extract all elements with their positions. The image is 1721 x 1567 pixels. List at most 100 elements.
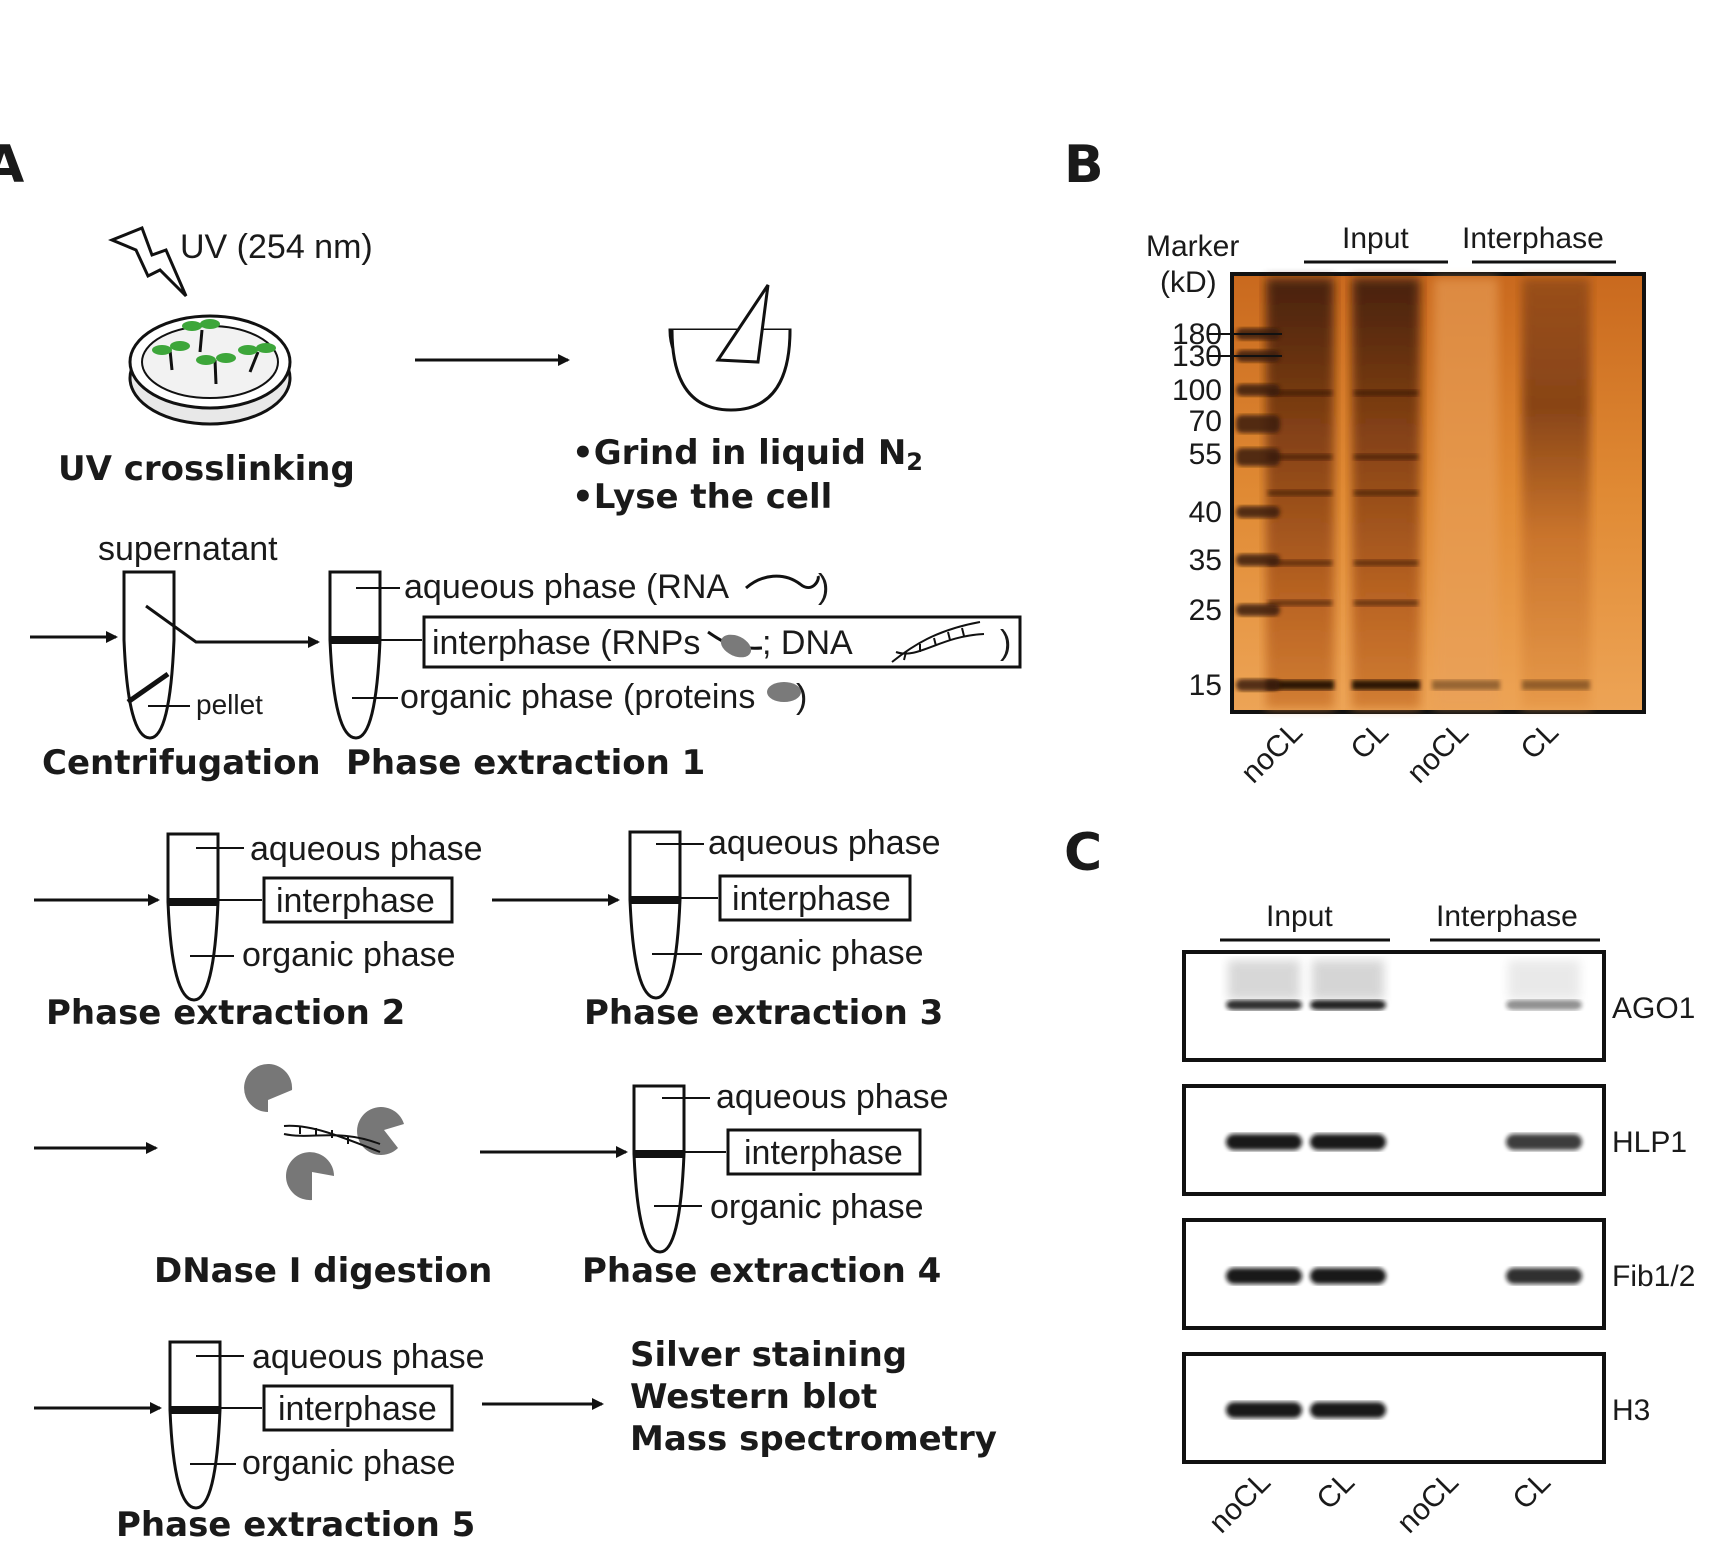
panel-b-label: B [1064, 135, 1104, 195]
pe5-interphase-label: interphase [278, 1390, 437, 1428]
pe2-aqueous-label: aqueous phase [250, 830, 483, 868]
pe2-organic-label: organic phase [242, 936, 456, 974]
gel-lane-label: noCL [1235, 716, 1309, 790]
blot-band [1226, 1402, 1302, 1418]
pe1-organic-label: organic phase (proteins [400, 678, 755, 716]
ladder-band [1236, 679, 1280, 691]
marker-size-label: 35 [1189, 544, 1222, 577]
pe4-interphase-box [726, 1128, 922, 1176]
blot-group-input: Input [1266, 900, 1333, 933]
blot-protein-label: AGO1 [1612, 992, 1695, 1025]
marker-label: Marker [1146, 230, 1239, 263]
gel-band [1354, 454, 1418, 460]
marker-size-label: 40 [1189, 496, 1222, 529]
grind-step-line-2: •Lyse the cell [572, 477, 832, 517]
pe3-organic-label: organic phase [710, 934, 924, 972]
gel-lane [1522, 278, 1590, 708]
pe1-aqueous-close: ) [818, 568, 829, 606]
pe2-interphase-box [262, 876, 454, 924]
blot-band [1226, 1268, 1302, 1284]
blot-band [1310, 1000, 1386, 1010]
pe4-title: Phase extraction 4 [582, 1251, 941, 1291]
gel-band [1354, 560, 1418, 566]
gel-band [1354, 390, 1418, 396]
marker-size-label: 55 [1189, 438, 1222, 471]
gel-lane-label: CL [1344, 716, 1394, 766]
gel-band [1268, 390, 1332, 396]
pe5-aqueous-label: aqueous phase [252, 1338, 485, 1376]
pe4-organic-label: organic phase [710, 1188, 924, 1226]
pe5-interphase-box [262, 1384, 454, 1432]
pe1-organic-close: ) [796, 678, 807, 716]
panel-a-label: A [0, 135, 24, 195]
panel-c-label: C [1064, 823, 1102, 883]
blot-band [1226, 1000, 1302, 1010]
gel-lane-label: noCL [1401, 716, 1475, 790]
dna-helix-icon [891, 621, 985, 663]
ladder-band [1236, 384, 1280, 396]
output-mass-spectrometry: Mass spectrometry [630, 1419, 997, 1459]
pe3-interphase-box [718, 874, 912, 922]
gel-band [1268, 600, 1332, 606]
blot-smear [1508, 960, 1580, 1000]
blot-lane-label: noCL [1391, 1466, 1465, 1540]
pe1-aqueous-label: aqueous phase (RNA [404, 568, 729, 606]
supernatant-label: supernatant [98, 530, 278, 568]
gel-lane-label: CL [1514, 716, 1564, 766]
blot-group-interphase: Interphase [1436, 900, 1578, 933]
blot-band [1506, 1000, 1582, 1010]
blot-band [1506, 1134, 1582, 1150]
output-western-blot: Western blot [630, 1377, 877, 1417]
protein-icon [767, 682, 801, 702]
marker-size-label: 100 [1172, 374, 1222, 407]
pe4-interphase-label: interphase [744, 1134, 903, 1172]
output-silver-staining: Silver staining [630, 1335, 907, 1375]
pe4-aqueous-label: aqueous phase [716, 1078, 949, 1116]
blot-lane-label: CL [1506, 1466, 1556, 1516]
gel-band [1268, 490, 1332, 496]
blot-band [1310, 1402, 1386, 1418]
ladder-band [1236, 506, 1280, 518]
blot-band [1310, 1268, 1386, 1284]
ladder-band [1236, 604, 1280, 616]
rna-icon [745, 574, 820, 590]
blot-lane-label: CL [1310, 1466, 1360, 1516]
pe3-aqueous-label: aqueous phase [708, 824, 941, 862]
pe3-title: Phase extraction 3 [584, 993, 943, 1033]
pe5-title: Phase extraction 5 [116, 1505, 475, 1545]
pe1-title: Phase extraction 1 [346, 743, 705, 783]
ladder-band [1236, 415, 1280, 433]
blot-band [1506, 1268, 1582, 1284]
gel-group-interphase: Interphase [1462, 222, 1604, 255]
phase-tube-2 [166, 832, 220, 1002]
marker-unit-label: (kD) [1160, 266, 1217, 299]
pe1-dna-label: ; DNA [762, 624, 853, 662]
dnase-enzyme-icon [244, 1064, 404, 1201]
blot-lane-label: noCL [1203, 1466, 1277, 1540]
phase-tube-5 [168, 1340, 222, 1510]
pe2-interphase-label: interphase [276, 882, 435, 920]
gel-band [1266, 680, 1334, 690]
pellet-label: pellet [196, 689, 263, 720]
uv-label: UV (254 nm) [180, 228, 373, 266]
blot-smear [1312, 960, 1384, 1000]
dna-fragment-icon [283, 1124, 381, 1153]
blot-protein-label: H3 [1612, 1394, 1650, 1427]
pe1-interphase-close: ) [1000, 624, 1011, 662]
blot-protein-label: Fib1/2 [1612, 1260, 1695, 1293]
gel-group-input: Input [1342, 222, 1409, 255]
supernatant-transfer-line [145, 604, 320, 648]
gel-band [1268, 560, 1332, 566]
mortar-pestle-icon [668, 284, 792, 412]
centrifuge-tube-icon [122, 570, 176, 740]
rnp-icon [707, 630, 763, 658]
phase-tube-1 [328, 570, 382, 740]
ladder-band [1236, 554, 1280, 566]
dnase-title: DNase I digestion [154, 1251, 492, 1291]
gel-lane [1434, 278, 1498, 708]
gel-band [1354, 600, 1418, 606]
blot-band [1226, 1134, 1302, 1150]
marker-size-label: 15 [1189, 669, 1222, 702]
pe3-interphase-label: interphase [732, 880, 891, 918]
